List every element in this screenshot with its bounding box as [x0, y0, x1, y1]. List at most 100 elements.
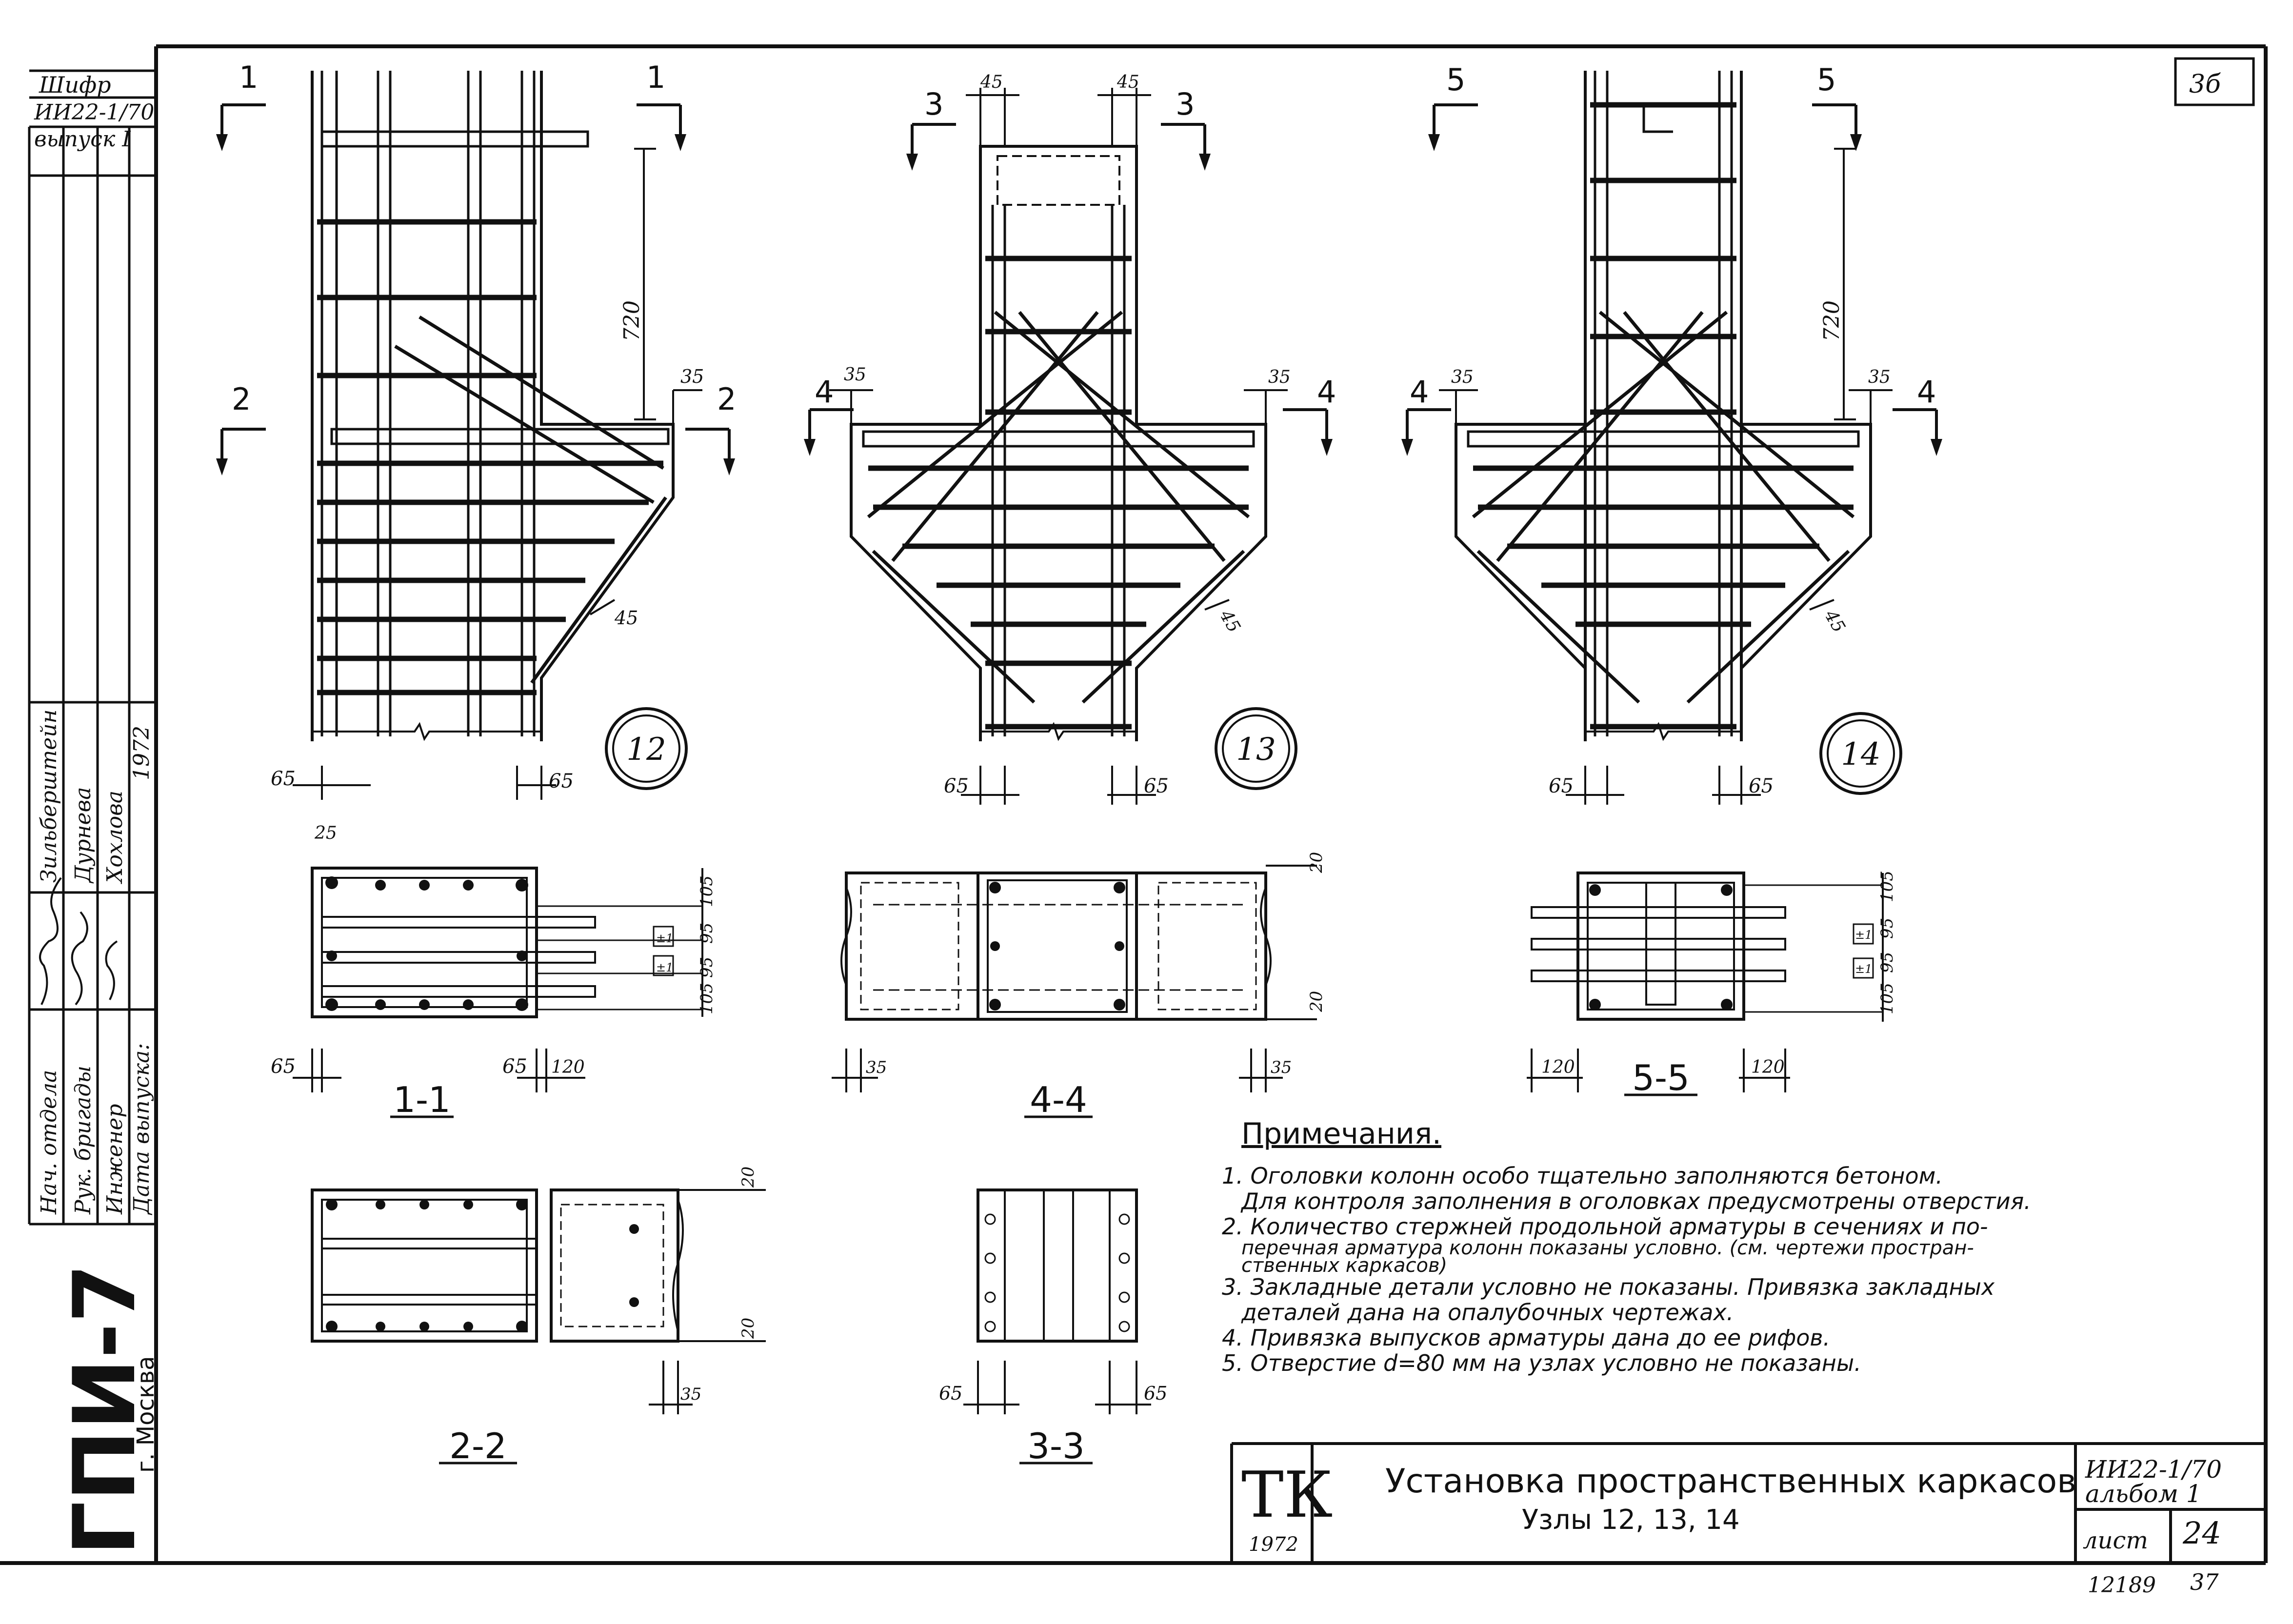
- mark-4-left-node14: 4: [1410, 374, 1429, 410]
- node-13-badge: 13: [1215, 707, 1297, 790]
- dim-65-right-node12: 65: [549, 770, 574, 792]
- node-14-dimensions: [1439, 148, 1893, 805]
- stamp-name-3: Хохлова: [102, 791, 127, 884]
- mark-4-right: 4: [1317, 374, 1336, 410]
- mark-1-left: 1: [239, 59, 258, 95]
- dim-35-right-node13: 35: [1268, 367, 1291, 387]
- stamp-cipher: ИИ22-1/70: [34, 100, 154, 125]
- sec55-tol-b: ±1: [1855, 962, 1872, 976]
- notes-title: Примечания.: [1241, 1117, 1441, 1151]
- node-12-number: 12: [626, 732, 666, 768]
- section-1-1: [293, 867, 703, 1118]
- dim-65-left-node13: 65: [944, 775, 969, 797]
- node-13-section-marks: 3 3 4 4: [804, 86, 1336, 456]
- notes-list: 1. Оголовки колонн особо тщательно запол…: [1222, 1163, 2031, 1376]
- sec11-dim-95a: 95: [697, 923, 717, 944]
- sec11-dim-105b: 105: [697, 983, 717, 1014]
- dim-35-right-node14: 35: [1868, 367, 1891, 387]
- sec44-dim-35-right: 35: [1271, 1058, 1292, 1077]
- sheet-subtitle: Узлы 12, 13, 14: [1522, 1504, 1740, 1536]
- mark-5-left: 5: [1446, 62, 1465, 98]
- section-2-2-label: 2-2: [449, 1426, 507, 1466]
- inventory-number: 12189: [2088, 1573, 2156, 1598]
- section-5-5-label: 5-5: [1632, 1057, 1690, 1098]
- side-stamp: [28, 69, 156, 1226]
- dim-65-left-node12: 65: [271, 768, 296, 790]
- section-4-4-label: 4-4: [1030, 1079, 1087, 1120]
- note-line: 1. Оголовки колонн особо тщательно запол…: [1222, 1163, 1943, 1189]
- section-1-1-label: 1-1: [393, 1079, 451, 1120]
- sec44-dim-35-left: 35: [866, 1058, 887, 1077]
- stamp-cipher-label: Шифр: [39, 72, 111, 98]
- sheet-label: 3б: [2189, 70, 2221, 99]
- node-14-badge: 14: [1819, 712, 1902, 795]
- tk-logo: ТК: [1241, 1458, 1333, 1532]
- dim-65-left-node14: 65: [1549, 775, 1574, 797]
- sheet-number: 24: [2182, 1515, 2221, 1551]
- stamp-names: Зильберштейн Дурнева Хохлова 1972: [37, 709, 154, 884]
- node-12-section-marks: 1 1 2 2: [216, 59, 736, 475]
- sheet-frame: [0, 44, 2268, 1565]
- sec11-tol-a: ±1: [656, 931, 673, 945]
- title-album: альбом 1: [2085, 1480, 2202, 1508]
- dim-65-right-node13: 65: [1144, 775, 1169, 797]
- dim-45-b-node13: 45: [1117, 72, 1139, 92]
- dim-720-node12: 720: [619, 300, 644, 341]
- mark-2-left: 2: [232, 381, 251, 417]
- dim-45-a-node13: 45: [980, 72, 1003, 92]
- sec44-dim-20-top: 20: [1307, 852, 1326, 873]
- sec11-dim-120: 120: [551, 1057, 585, 1077]
- stamp-name-2: Дурнева: [71, 787, 96, 884]
- sec11-dim-65-left: 65: [271, 1055, 296, 1078]
- sec55-dim-95b: 95: [1877, 952, 1897, 973]
- dim-45-node14: 45: [1820, 606, 1849, 636]
- section-2-2: [311, 1188, 766, 1465]
- node-12-dimensions: [293, 148, 702, 800]
- page-number: 37: [2190, 1569, 2219, 1595]
- sec55-dim-105b: 105: [1877, 983, 1897, 1014]
- sec11-dim-95b: 95: [697, 957, 717, 978]
- dim-720-node14: 720: [1819, 300, 1844, 341]
- stamp-year: 1972: [129, 726, 154, 780]
- node-12-badge: 12: [605, 707, 688, 790]
- city: г. Москва: [132, 1356, 160, 1473]
- sec33-dim-65-left: 65: [939, 1383, 962, 1404]
- node-13-number: 13: [1236, 732, 1276, 768]
- note-line: деталей дана на опалубочных чертежах.: [1241, 1299, 1734, 1326]
- sheet-word: лист: [2083, 1527, 2148, 1554]
- node-14-section-marks: 5 5 4 4: [1401, 62, 1942, 456]
- sec33-dim-65-right: 65: [1144, 1383, 1167, 1404]
- dim-65-right-node14: 65: [1749, 775, 1774, 797]
- node-14-number: 14: [1841, 736, 1880, 772]
- title-code: ИИ22-1/70: [2085, 1455, 2222, 1484]
- note-line: 2. Количество стержней продольной армату…: [1222, 1213, 1988, 1240]
- dim-45-c-node13: 45: [1216, 606, 1244, 636]
- stamp-role-2: Рук. бригады: [71, 1066, 96, 1215]
- mark-2-right: 2: [717, 381, 736, 417]
- stamp-issue: выпуск I: [34, 127, 131, 152]
- stamp-roles: Нач. отдела Рук. бригады Инженер Дата вы…: [37, 1043, 154, 1215]
- sec44-dim-20-bottom: 20: [1307, 991, 1326, 1012]
- note-line: перечная арматура колонн показаны условн…: [1241, 1237, 1974, 1259]
- sec11-dim-25: 25: [314, 823, 337, 843]
- section-3-3: [963, 1188, 1151, 1465]
- note-line: 3. Закладные детали условно не показаны.…: [1222, 1274, 1995, 1300]
- mark-3-right: 3: [1176, 86, 1195, 122]
- mark-5-right: 5: [1817, 62, 1836, 98]
- dim-35-left-node14: 35: [1451, 367, 1474, 387]
- sec55-dim-120-left: 120: [1541, 1057, 1575, 1077]
- sec11-tol-b: ±1: [656, 961, 673, 974]
- tk-logo-year: 1972: [1249, 1533, 1298, 1556]
- stamp-name-1: Зильберштейн: [37, 709, 61, 883]
- node-13-drawing: [850, 145, 1267, 741]
- note-line: Для контроля заполнения в оголовках пред…: [1241, 1188, 2031, 1214]
- stamp-role-1: Нач. отдела: [37, 1070, 61, 1215]
- sec11-dim-105a: 105: [697, 875, 717, 907]
- note-line: ственных каркасов): [1241, 1254, 1448, 1277]
- sec55-dim-95a: 95: [1877, 918, 1897, 939]
- sheet-title: Установка пространственных каркасов: [1385, 1462, 2076, 1501]
- node-14-drawing: [1455, 71, 1872, 741]
- sec55-dim-120-right: 120: [1751, 1057, 1785, 1077]
- sec11-dim-65-right: 65: [502, 1055, 527, 1078]
